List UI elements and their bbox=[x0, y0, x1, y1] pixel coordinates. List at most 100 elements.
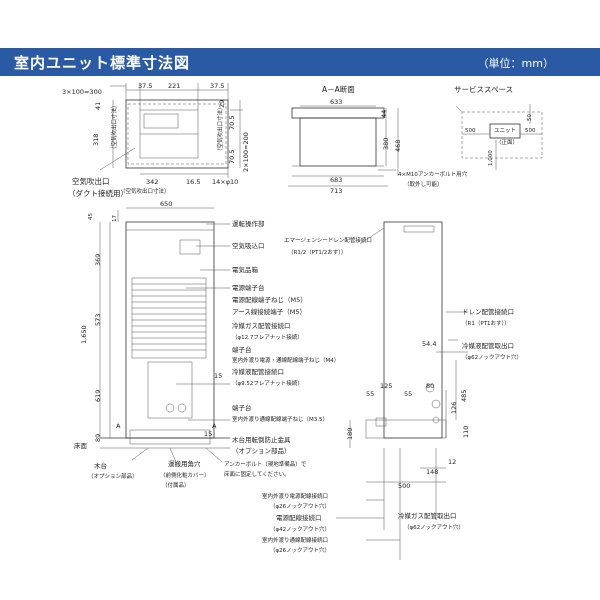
dim-70-5a: 70.5 bbox=[228, 116, 236, 130]
label-terminal2-screw: 室内外渡り通線配線端子ねじ（M3.5） bbox=[232, 415, 328, 423]
section-mark-a1: A bbox=[116, 422, 121, 430]
dim-683: 683 bbox=[330, 176, 342, 184]
label-terminal1: 端子台 bbox=[232, 345, 252, 354]
label-accessory: （付属品） bbox=[162, 481, 190, 489]
dim-485: 485 bbox=[460, 390, 468, 402]
label-power-terminal: 電源端子台 bbox=[232, 283, 265, 292]
label-terminal2: 端子台 bbox=[232, 403, 252, 412]
outlet-size-right: （空気吹出口寸法） bbox=[216, 104, 224, 154]
dim-45: 45 bbox=[88, 213, 94, 220]
label-power-inlet: 電源配線接続口 bbox=[276, 513, 322, 522]
dim-148: 148 bbox=[426, 468, 438, 476]
dim-80: 80 bbox=[426, 382, 434, 390]
dim-713: 713 bbox=[330, 187, 342, 195]
label-operation: 運転操作部 bbox=[232, 219, 265, 228]
title-bar: 室内ユニット標準寸法図 （単位：mm） bbox=[0, 48, 600, 76]
dim-55b: 55 bbox=[404, 390, 412, 398]
dim-37-5a: 37.5 bbox=[138, 82, 152, 90]
dim-17: 17 bbox=[112, 215, 118, 222]
dim-3x100: 3×100=300 bbox=[62, 88, 102, 96]
removable-note: （取外し可能） bbox=[404, 180, 443, 188]
label-gas-outlet-ko: （φ62ノックアウト穴） bbox=[404, 523, 464, 531]
label-emergency-drain: エマージェンシードレン配管接続口 bbox=[284, 236, 372, 244]
dim-633: 633 bbox=[330, 98, 342, 106]
dim-126: 126 bbox=[450, 402, 458, 414]
unit-label-service: ユニット bbox=[494, 127, 516, 134]
dim-54-4: 54.4 bbox=[422, 340, 436, 348]
dim-55a: 55 bbox=[366, 390, 374, 398]
label-gas-flare: （φ12.7フレアナット接続） bbox=[232, 333, 303, 341]
label-power-screw: 電源配線端子ねじ（M5） bbox=[232, 295, 307, 304]
dim-15b: 15 bbox=[204, 430, 212, 438]
dim-500-right: 500 bbox=[525, 128, 536, 134]
section-title: A－A断面 bbox=[322, 84, 355, 94]
label-liquid-outlet: 冷媒液配管取出口 bbox=[462, 341, 514, 350]
label-inter-signal-ko: （φ26ノックアウト穴） bbox=[270, 546, 330, 554]
section-mark-a2: A bbox=[212, 422, 217, 430]
bottom-callout-leaders bbox=[336, 499, 437, 541]
outlet-size-left: （空気吹出口寸法） bbox=[110, 102, 118, 152]
dim-16-5: 16.5 bbox=[186, 178, 200, 186]
dim-369: 369 bbox=[94, 254, 102, 266]
label-earth: アース線接続端子（M5） bbox=[232, 307, 306, 316]
dim-180: 180 bbox=[346, 428, 354, 440]
dim-380: 380 bbox=[382, 138, 390, 150]
section-view bbox=[288, 105, 399, 187]
anchor-bolt-hole: 4×M10アンカーボルト用穴 bbox=[398, 170, 468, 178]
label-drain-thread: （R1（PT1おす）） bbox=[462, 320, 510, 327]
dim-500: 500 bbox=[398, 482, 410, 490]
label-floor: 床面 bbox=[74, 441, 88, 450]
unit-label: （単位：mm） bbox=[477, 57, 554, 70]
label-power-inlet-ko: （φ42ノックアウト穴） bbox=[270, 525, 330, 533]
side-view bbox=[349, 221, 468, 560]
label-liquid-pipe: 冷媒液配管接続口 bbox=[232, 367, 284, 376]
service-space-view bbox=[455, 104, 543, 170]
label-terminal1-screw: 室内外渡り電源・通線配線端子ねじ（M4） bbox=[232, 356, 339, 364]
label-liquid-knockout: （φ62ノックアウト穴） bbox=[462, 353, 522, 361]
outlet-size-bottom: （空気吹出口寸法） bbox=[120, 187, 170, 195]
callout-air-outlet: 空気吹出口 bbox=[72, 176, 110, 186]
dim-1000: 1,000 bbox=[488, 150, 494, 166]
label-electric-box: 電気品箱 bbox=[232, 265, 259, 274]
dim-15a: 15 bbox=[214, 372, 222, 380]
dim-342: 342 bbox=[146, 178, 158, 186]
label-front-cover: （前側化粧カバー） bbox=[160, 471, 210, 479]
front-view bbox=[99, 207, 230, 463]
dim-500-left: 500 bbox=[465, 128, 476, 134]
label-base: 木台 bbox=[94, 461, 107, 470]
label-gas-outlet: 冷媒ガス配管取出口 bbox=[398, 511, 457, 520]
label-tip-guard-option: （オプション部品） bbox=[232, 446, 291, 455]
service-title: サービススペース bbox=[454, 85, 513, 94]
dim-619: 619 bbox=[94, 390, 102, 402]
label-drain: ドレン配管接続口 bbox=[462, 307, 514, 316]
label-anchor-fix: 床面に固定してください。 bbox=[224, 470, 290, 478]
dim-44: 44 bbox=[380, 110, 388, 118]
page-title: 室内ユニット標準寸法図 bbox=[14, 54, 191, 72]
label-liquid-flare: （φ9.52フレアナット接続） bbox=[232, 379, 303, 387]
label-gas-pipe: 冷媒ガス配管接続口 bbox=[232, 321, 291, 330]
label-base-option: （オプション部品） bbox=[88, 472, 138, 480]
dim-50: 50 bbox=[527, 114, 533, 121]
dim-125: 125 bbox=[380, 382, 392, 390]
label-tip-guard: 木台用転倒防止金具 bbox=[232, 435, 291, 444]
dim-1650: 1,650 bbox=[80, 325, 88, 344]
dim-221: 221 bbox=[168, 82, 180, 90]
dim-650: 650 bbox=[160, 200, 172, 208]
dim-37-5b: 37.5 bbox=[210, 82, 224, 90]
dim-12: 12 bbox=[448, 458, 456, 466]
dim-2x100: 2×100=200 bbox=[242, 132, 250, 172]
label-inter-signal: 室内外渡り通線配線接続口 bbox=[262, 536, 328, 544]
label-inter-power-ko: （φ26ノックアウト穴） bbox=[270, 502, 330, 510]
dim-110: 110 bbox=[462, 426, 470, 438]
label-emergency-thread: （R1/2（PT1/2おす）） bbox=[288, 249, 346, 256]
dim-41: 41 bbox=[94, 102, 102, 110]
label-inter-power: 室内外渡り電源配線接続口 bbox=[262, 492, 328, 500]
front-label: （正面） bbox=[496, 139, 518, 146]
dim-468: 468 bbox=[394, 140, 402, 152]
dim-14xphi10: 14×φ10 bbox=[212, 178, 238, 186]
label-anchor-bolt: アンカーボルト（現地準備品）で bbox=[224, 460, 307, 468]
label-air-intake: 空気吸込口 bbox=[232, 241, 265, 250]
top-view bbox=[99, 83, 243, 178]
dim-573: 573 bbox=[94, 314, 102, 326]
